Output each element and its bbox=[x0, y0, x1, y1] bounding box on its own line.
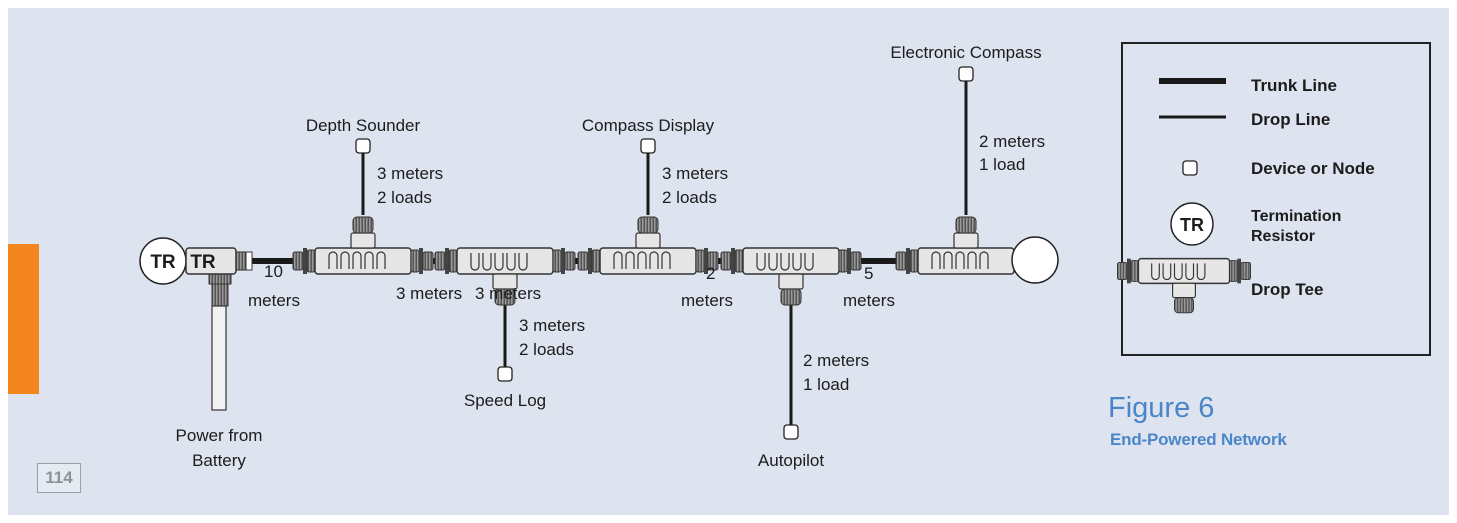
node-electronic-compass bbox=[958, 66, 974, 82]
termination-label-left: TR bbox=[150, 252, 176, 273]
label-power-line1: Power from bbox=[176, 426, 263, 445]
figure-subtitle: End-Powered Network bbox=[1110, 430, 1287, 449]
page-number: 114 bbox=[37, 463, 81, 493]
drop-length-speed-log: 3 meters bbox=[519, 316, 585, 335]
drop-tee-autopilot bbox=[720, 247, 862, 306]
figure-title: Figure 6 bbox=[1108, 392, 1215, 424]
drop-length-autopilot: 2 meters bbox=[803, 351, 869, 370]
drop-tee-compass-display bbox=[577, 216, 719, 275]
power-tee bbox=[185, 247, 253, 275]
legend-node-symbol bbox=[1182, 160, 1198, 176]
label-autopilot: Autopilot bbox=[758, 451, 824, 470]
legend-drop-tee-symbol bbox=[1116, 257, 1252, 314]
termination-resistor-right bbox=[1011, 236, 1059, 284]
legend-box bbox=[1121, 42, 1431, 356]
label-electronic-compass: Electronic Compass bbox=[890, 43, 1041, 62]
trunk-seg4-length: 2 bbox=[706, 264, 715, 283]
label-power-line2: Battery bbox=[192, 451, 246, 470]
drop-load-compass-display: 2 loads bbox=[662, 188, 717, 207]
legend-termination-label-1: Termination bbox=[1251, 208, 1341, 225]
legend-termination-symbol-text: TR bbox=[1180, 215, 1204, 235]
drop-load-speed-log: 2 loads bbox=[519, 340, 574, 359]
drop-length-electronic-compass: 2 meters bbox=[979, 132, 1045, 151]
drop-load-autopilot: 1 load bbox=[803, 375, 849, 394]
drop-length-compass-display: 3 meters bbox=[662, 164, 728, 183]
trunk-seg3-label: 3 meters bbox=[475, 284, 541, 303]
orange-side-tab bbox=[8, 244, 39, 394]
label-speed-log: Speed Log bbox=[464, 391, 546, 410]
legend-termination-label-2: Resistor bbox=[1251, 228, 1315, 245]
legend-trunk-label: Trunk Line bbox=[1251, 76, 1337, 95]
trunk-seg2-label: 3 meters bbox=[396, 284, 462, 303]
drop-tee-depth-sounder bbox=[292, 216, 434, 275]
node-depth-sounder bbox=[355, 138, 371, 154]
trunk-seg4-unit: meters bbox=[681, 291, 733, 310]
drop-length-depth-sounder: 3 meters bbox=[377, 164, 443, 183]
node-compass-display bbox=[640, 138, 656, 154]
trunk-seg1-unit: meters bbox=[248, 291, 300, 310]
drop-load-electronic-compass: 1 load bbox=[979, 155, 1025, 174]
legend-drop-label: Drop Line bbox=[1251, 110, 1330, 129]
legend-device-label: Device or Node bbox=[1251, 159, 1375, 178]
trunk-seg5-length: 5 bbox=[864, 264, 873, 283]
drop-load-depth-sounder: 2 loads bbox=[377, 188, 432, 207]
label-depth-sounder: Depth Sounder bbox=[306, 116, 421, 135]
legend-drop-tee-label: Drop Tee bbox=[1251, 280, 1323, 299]
node-autopilot bbox=[783, 424, 799, 440]
label-compass-display: Compass Display bbox=[582, 116, 715, 135]
node-speed-log bbox=[497, 366, 513, 382]
trunk-seg5-unit: meters bbox=[843, 291, 895, 310]
termination-label-inline: TR bbox=[190, 252, 216, 273]
trunk-seg1-length: 10 bbox=[264, 262, 283, 281]
legend-termination-symbol bbox=[1170, 202, 1214, 246]
power-cable bbox=[208, 267, 232, 411]
